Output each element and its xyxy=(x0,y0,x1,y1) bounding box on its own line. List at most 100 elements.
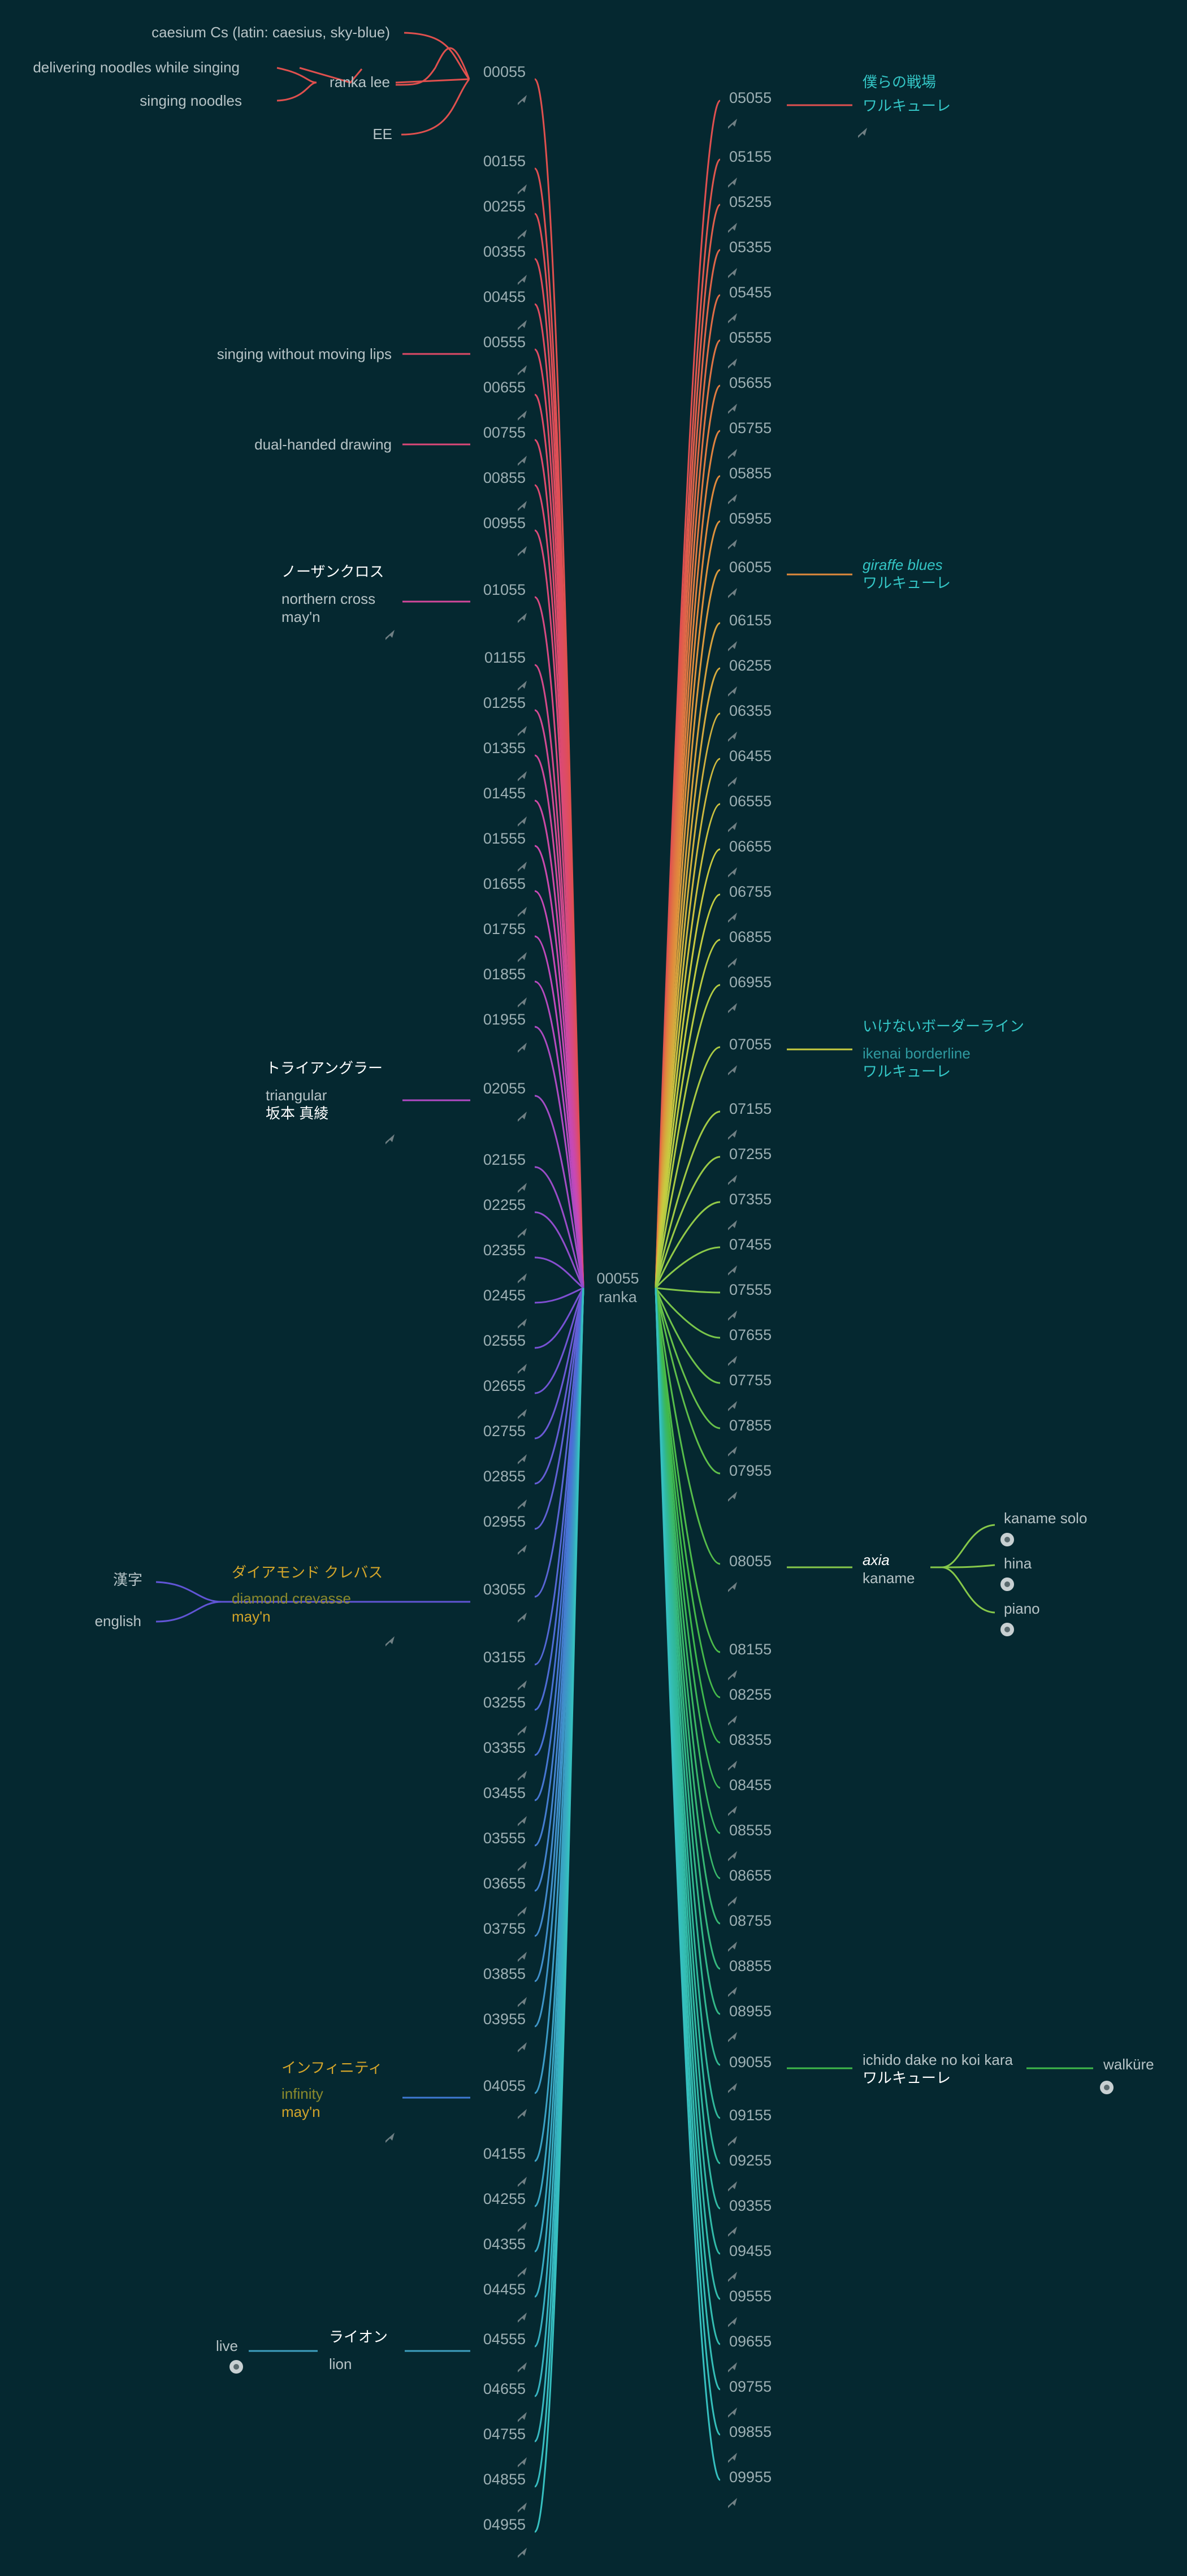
camera-icon[interactable] xyxy=(1100,2081,1114,2094)
link-arrow-icon[interactable] xyxy=(518,907,527,917)
link-arrow-icon[interactable] xyxy=(728,1806,737,1816)
node-id[interactable]: 09755 xyxy=(729,2378,772,2395)
link-arrow-icon[interactable] xyxy=(728,313,737,323)
node-id[interactable]: 04255 xyxy=(483,2190,526,2207)
link-arrow-icon[interactable] xyxy=(728,588,737,598)
song-bokura-artist[interactable]: ワルキューレ xyxy=(863,97,951,114)
node-id[interactable]: 01755 xyxy=(483,920,526,937)
node-id[interactable]: 01955 xyxy=(483,1011,526,1028)
node-id[interactable]: 05355 xyxy=(729,239,772,256)
link-arrow-icon[interactable] xyxy=(728,2136,737,2146)
node-id[interactable]: 01855 xyxy=(483,966,526,983)
node-id[interactable]: 04555 xyxy=(483,2331,526,2348)
link-arrow-icon[interactable] xyxy=(728,404,737,414)
node-id[interactable]: 04655 xyxy=(483,2380,526,2397)
link-arrow-icon[interactable] xyxy=(518,1952,527,1962)
node-id[interactable]: 06555 xyxy=(729,793,772,810)
node-id[interactable]: 04355 xyxy=(483,2236,526,2253)
node-piano[interactable]: piano xyxy=(1004,1600,1040,1617)
link-arrow-icon[interactable] xyxy=(518,2177,527,2187)
node-english[interactable]: english xyxy=(95,1613,141,1630)
node-id[interactable]: 00255 xyxy=(483,198,526,215)
link-arrow-icon[interactable] xyxy=(728,1715,737,1726)
node-id[interactable]: 06455 xyxy=(729,747,772,764)
node-id[interactable]: 07955 xyxy=(729,1462,772,1479)
song-ikenai-artist[interactable]: ワルキューレ xyxy=(863,1063,951,1080)
node-id[interactable]: 02855 xyxy=(483,1468,526,1485)
link-arrow-icon[interactable] xyxy=(728,1582,737,1592)
node-id[interactable]: 07455 xyxy=(729,1236,772,1253)
song-infinity-title[interactable]: インフィニティ xyxy=(281,2059,383,2076)
link-arrow-icon[interactable] xyxy=(518,2548,527,2558)
link-arrow-icon[interactable] xyxy=(518,1409,527,1419)
node-id[interactable]: 09055 xyxy=(729,2054,772,2071)
node-id[interactable]: 05755 xyxy=(729,420,772,436)
link-arrow-icon[interactable] xyxy=(728,1356,737,1366)
node-id[interactable]: 08855 xyxy=(729,1957,772,1974)
link-arrow-icon[interactable] xyxy=(518,1997,527,2007)
node-id[interactable]: 07855 xyxy=(729,1417,772,1434)
node-id[interactable]: 08355 xyxy=(729,1731,772,1748)
node-id[interactable]: 08255 xyxy=(729,1686,772,1703)
camera-icon[interactable] xyxy=(1000,1577,1014,1591)
node-delivering[interactable]: delivering noodles while singing xyxy=(33,59,240,76)
node-id[interactable]: 06055 xyxy=(729,559,772,576)
node-id[interactable]: 01555 xyxy=(483,830,526,847)
link-arrow-icon[interactable] xyxy=(728,2272,737,2282)
song-infinity-sub[interactable]: infinity xyxy=(281,2085,323,2102)
link-arrow-icon[interactable] xyxy=(518,1771,527,1781)
link-arrow-icon[interactable] xyxy=(518,410,527,421)
link-arrow-icon[interactable] xyxy=(518,726,527,736)
node-id[interactable]: 03755 xyxy=(483,1920,526,1937)
node-id[interactable]: 07755 xyxy=(729,1372,772,1389)
link-arrow-icon[interactable] xyxy=(728,2362,737,2372)
node-id[interactable]: 04055 xyxy=(483,2077,526,2094)
node-id[interactable]: 01655 xyxy=(483,875,526,892)
song-bokura-title[interactable]: 僕らの戦場 xyxy=(863,74,936,90)
node-caesium[interactable]: caesium Cs (latin: caesius, sky-blue) xyxy=(151,24,390,41)
node-id[interactable]: 00955 xyxy=(483,515,526,531)
link-arrow-icon[interactable] xyxy=(518,613,527,623)
link-arrow-icon[interactable] xyxy=(518,862,527,872)
link-arrow-icon[interactable] xyxy=(728,2498,737,2508)
node-id[interactable]: 01355 xyxy=(483,740,526,757)
node-id[interactable]: 06355 xyxy=(729,702,772,719)
link-arrow-icon[interactable] xyxy=(518,2109,527,2119)
node-id[interactable]: 01055 xyxy=(483,581,526,598)
link-arrow-icon[interactable] xyxy=(518,997,527,1008)
link-arrow-icon[interactable] xyxy=(518,771,527,781)
node-singing-noodles[interactable]: singing noodles xyxy=(140,92,242,109)
node-id[interactable]: 06155 xyxy=(729,612,772,629)
node-id[interactable]: 03455 xyxy=(483,1784,526,1801)
node-id[interactable]: 02255 xyxy=(483,1196,526,1213)
link-arrow-icon[interactable] xyxy=(728,178,737,188)
link-arrow-icon[interactable] xyxy=(728,2032,737,2042)
link-arrow-icon[interactable] xyxy=(728,539,737,550)
node-id[interactable]: 02055 xyxy=(483,1080,526,1097)
link-arrow-icon[interactable] xyxy=(728,223,737,233)
song-diamond-crevasse-title[interactable]: ダイアモンド クレバス xyxy=(232,1564,383,1581)
link-arrow-icon[interactable] xyxy=(518,546,527,556)
node-id[interactable]: 06755 xyxy=(729,883,772,900)
link-arrow-icon[interactable] xyxy=(728,777,737,787)
node-id[interactable]: 04955 xyxy=(483,2516,526,2533)
song-axia-artist[interactable]: kaname xyxy=(863,1570,915,1587)
node-id[interactable]: 07555 xyxy=(729,1281,772,1298)
node-id[interactable]: 04755 xyxy=(483,2426,526,2443)
node-id[interactable]: 05855 xyxy=(729,465,772,482)
node-id[interactable]: 09155 xyxy=(729,2107,772,2124)
link-arrow-icon[interactable] xyxy=(728,1265,737,1276)
link-arrow-icon[interactable] xyxy=(518,2412,527,2422)
link-arrow-icon[interactable] xyxy=(518,95,527,105)
node-id[interactable]: 03255 xyxy=(483,1694,526,1711)
node-id[interactable]: 08155 xyxy=(729,1641,772,1658)
node-id[interactable]: 02955 xyxy=(483,1513,526,1530)
node-id[interactable]: 00655 xyxy=(483,379,526,396)
link-arrow-icon[interactable] xyxy=(518,681,527,691)
link-arrow-icon[interactable] xyxy=(518,1613,527,1623)
node-dual-drawing[interactable]: dual-handed drawing xyxy=(254,436,392,453)
node-id[interactable]: 08455 xyxy=(729,1777,772,1793)
node-id[interactable]: 00055 xyxy=(483,63,526,80)
node-id[interactable]: 08555 xyxy=(729,1822,772,1839)
link-arrow-icon[interactable] xyxy=(518,2457,527,2467)
